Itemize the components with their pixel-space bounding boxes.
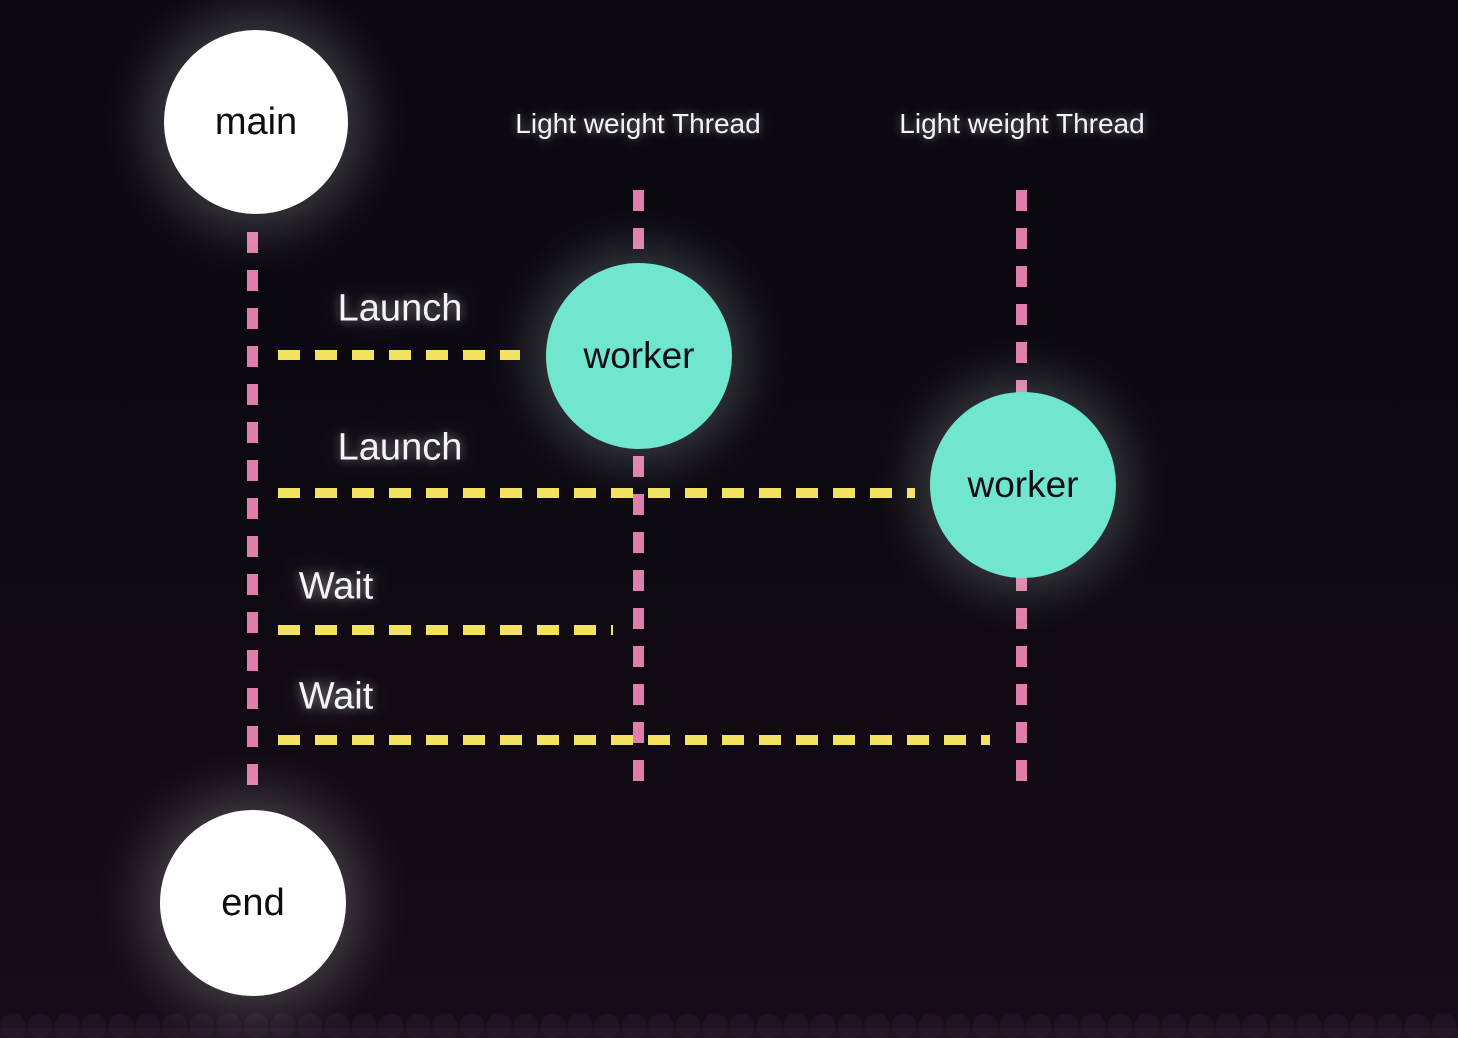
main-lifeline <box>247 232 258 793</box>
worker1-node-label: worker <box>583 335 695 376</box>
worker1-node: worker <box>546 263 732 449</box>
launch2-message-label: Launch <box>337 426 463 469</box>
launch1-message-label: Launch <box>337 287 463 330</box>
wait1-message-label: Wait <box>298 565 374 608</box>
end-node-label: end <box>221 881 285 924</box>
main-node: main <box>164 30 348 214</box>
end-node: end <box>160 810 346 996</box>
thread2-header-label: Light weight Thread <box>899 108 1145 139</box>
thread1-header-label: Light weight Thread <box>515 108 761 139</box>
worker2-node-label: worker <box>967 464 1079 505</box>
thread1-lifeline <box>633 190 644 793</box>
scalloped-bottom-edge <box>0 1008 1458 1038</box>
wait1-message-line <box>278 625 613 635</box>
launch2-message-line <box>278 488 915 498</box>
wait2-message-label: Wait <box>298 675 374 718</box>
worker2-node: worker <box>930 392 1116 578</box>
main-node-label: main <box>214 100 298 143</box>
launch1-message-line <box>278 350 520 360</box>
